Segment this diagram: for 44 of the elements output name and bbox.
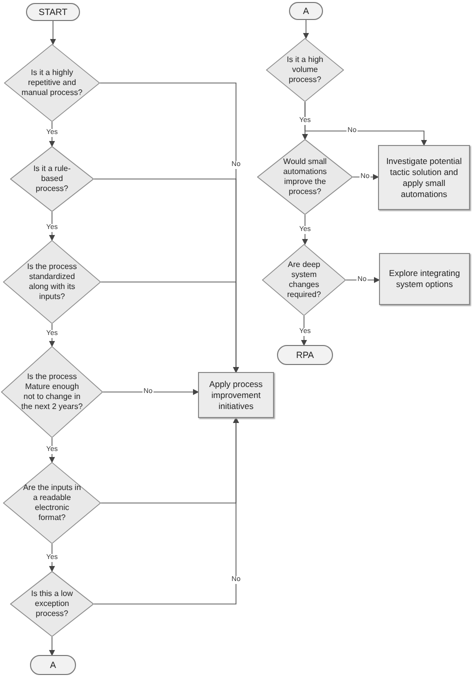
decision-diamond [3,462,101,544]
decision-diamond [10,571,94,637]
node-text: Is the process standardized along with its inputs? [26,262,78,302]
node-text: Is it a rule-based process? [32,164,72,194]
node-text: Is it a highly repetitive and manual process? [21,68,83,98]
node-text: RPA [296,350,314,360]
arrow [49,636,55,656]
decision-diamond [10,146,94,212]
process-box [379,253,470,305]
arrow [100,282,239,373]
decision-diamond [257,139,353,215]
terminator [30,655,76,675]
process-box [378,145,470,210]
arrow [302,214,308,245]
terminator [289,2,323,20]
node-text: Explore integrating system options [388,268,461,290]
decision-diamond [3,240,101,324]
arrow [304,102,427,146]
node-text: Is it a high volume process? [286,55,324,85]
node-text: Is this a low exception process? [30,589,74,619]
terminator [277,345,333,365]
node-text: Would small automations improve the process? [282,157,328,197]
arrow [50,20,56,45]
node-text: Is the process Mature enough not to change in the next 2 years? [20,372,84,412]
arrow [102,389,199,395]
node-text: A [50,660,56,670]
node-text: Investigate potential tactic solution and apply small automations [385,156,463,200]
node-text: START [38,6,68,18]
arrow [49,544,55,572]
node-text: Are deep system changes required? [286,260,322,300]
arrow [49,212,55,241]
arrow [49,122,55,147]
terminator [26,3,80,21]
decision-diamond [262,244,346,316]
decision-diamond [4,44,100,122]
arrow [94,417,239,604]
process-box [198,372,274,418]
decision-diamond [266,38,344,102]
arrow [301,316,307,346]
node-text: Are the inputs in a readable electronic format? [22,483,82,523]
arrow [303,20,309,39]
decision-diamond [1,346,103,438]
node-text: A [302,6,309,16]
node-text: Apply process improvement initiatives [208,378,264,412]
